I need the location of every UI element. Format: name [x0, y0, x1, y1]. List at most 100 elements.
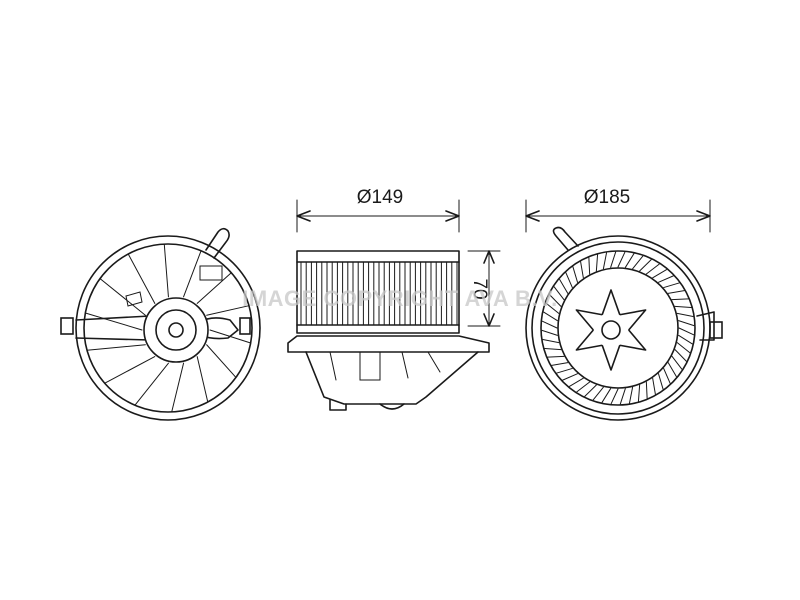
- wheel-blade: [674, 349, 687, 362]
- wheel-blade: [545, 302, 560, 314]
- wheel-blade: [541, 320, 558, 329]
- blade-ring-inner: [557, 267, 679, 389]
- wheel-blade: [637, 384, 641, 402]
- wheel-blade: [610, 388, 619, 405]
- wheel-blade: [547, 355, 565, 358]
- housing-spoke: [86, 344, 146, 351]
- wheel-blades: [541, 251, 695, 405]
- rear-housing-inner: [531, 241, 705, 415]
- dim-70-arrows: [483, 250, 495, 327]
- wheel-blade: [678, 327, 695, 336]
- housing-spoke: [196, 272, 232, 304]
- watermark-text: IMAGE COPYRIGHT AVA B.V.: [242, 286, 558, 311]
- wheel-blade: [652, 269, 668, 279]
- wheel-blade: [678, 320, 695, 327]
- wheel-blade: [652, 377, 656, 395]
- side-view: Ø149 70: [287, 187, 501, 411]
- wheel-blade: [657, 275, 674, 283]
- connector-stub: [205, 227, 230, 259]
- wheel-blade: [601, 388, 612, 403]
- housing-spoke: [183, 250, 202, 298]
- resistor-block: [199, 265, 223, 281]
- housing-spoke: [206, 344, 237, 378]
- wheel-blade: [572, 266, 579, 283]
- wheel-blade: [619, 388, 626, 405]
- left-tab: [60, 317, 74, 335]
- wheel-blade: [542, 338, 560, 344]
- mounting-flange: [287, 335, 490, 353]
- wheel-blade: [667, 362, 677, 378]
- wheel-blade: [639, 259, 652, 272]
- wheel-blade: [592, 386, 604, 401]
- wheel-blade: [549, 294, 562, 307]
- wheel-blade: [588, 257, 591, 275]
- dim-149-arrows: [296, 210, 460, 222]
- rear-hub-center: [601, 320, 621, 340]
- housing-spoke: [104, 356, 156, 384]
- wheel-blade: [676, 312, 694, 318]
- wheel-blade: [645, 381, 648, 399]
- housing-spoke: [171, 362, 185, 413]
- dim-149-label: Ø149: [357, 187, 403, 208]
- motor-shaft: [168, 322, 184, 338]
- wheel-blade: [610, 251, 617, 268]
- wheel-blade: [576, 381, 591, 393]
- housing-inner-ring: [83, 243, 253, 413]
- rear-connector: [552, 226, 579, 251]
- wheel-blade: [632, 255, 644, 270]
- small-clip: [125, 291, 143, 307]
- housing-spoke: [134, 362, 169, 406]
- wheel-blade: [674, 305, 692, 309]
- wheel-blade: [645, 263, 660, 275]
- housing-spoke: [163, 243, 169, 298]
- dim-70-label: 70: [469, 278, 490, 299]
- wheel-blade: [580, 261, 584, 279]
- housing-spoke: [84, 312, 143, 331]
- wheel-blade: [663, 367, 671, 384]
- bracket-clip: [199, 317, 239, 340]
- housing-spokes: [84, 243, 252, 413]
- housing-spoke: [196, 356, 209, 403]
- wheel-blade: [595, 254, 599, 272]
- wheel-blade: [602, 252, 608, 270]
- rear-tab: [709, 321, 723, 339]
- wheel-blade: [671, 355, 683, 370]
- rear-view: Ø185: [525, 187, 723, 421]
- wheel-blade: [628, 386, 634, 404]
- wheel-blade: [551, 362, 569, 366]
- housing-spoke: [99, 278, 146, 316]
- wheel-blade: [663, 282, 680, 289]
- wheel-blade: [624, 253, 635, 268]
- wheel-blade: [667, 290, 685, 294]
- dim-185-label: Ø185: [584, 187, 630, 208]
- blade-ring-outer: [540, 250, 696, 406]
- wheel-blade: [559, 278, 569, 294]
- wheel-blade: [553, 286, 565, 301]
- hub-star-outline: [575, 289, 647, 371]
- housing-spoke: [206, 305, 250, 316]
- right-tab: [239, 317, 251, 335]
- motor-hub-inner: [155, 309, 197, 351]
- front-view: [60, 227, 261, 421]
- wheel-blade: [565, 272, 573, 289]
- wheel-blade: [544, 347, 562, 351]
- wheel-blade: [543, 311, 558, 322]
- dim-185-arrows: [525, 210, 711, 222]
- wheel-blade: [671, 298, 689, 301]
- hub-star: [575, 289, 647, 371]
- fan-blades: [300, 261, 458, 326]
- rear-housing-outer: [525, 235, 711, 421]
- fan-wheel-outline: [296, 250, 460, 334]
- housing-outer-ring: [75, 235, 261, 421]
- rear-clip: [696, 311, 715, 341]
- wheel-blade: [562, 373, 579, 381]
- wheel-blade: [657, 373, 664, 390]
- bracket-arm: [75, 315, 155, 341]
- motor-terminals: [329, 399, 405, 411]
- wheel-blade: [568, 377, 584, 387]
- wheel-blade: [556, 367, 573, 374]
- wheel-blade: [676, 342, 691, 354]
- wheel-blade: [678, 334, 693, 345]
- housing-spoke: [127, 253, 156, 304]
